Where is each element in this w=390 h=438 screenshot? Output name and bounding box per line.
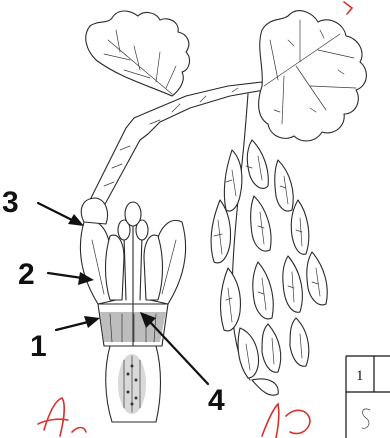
label-4: 4 bbox=[208, 384, 225, 417]
label-1: 1 bbox=[30, 330, 47, 363]
answer-table-fragment: 1 bbox=[346, 356, 390, 438]
label-3: 3 bbox=[2, 186, 19, 219]
label-2: 2 bbox=[18, 258, 35, 291]
handwritten-marks-bottom bbox=[38, 398, 310, 438]
upper-leaf bbox=[86, 11, 190, 96]
flower-section bbox=[80, 198, 185, 422]
table-cell-1: 1 bbox=[356, 368, 364, 384]
handwritten-mark-top bbox=[344, 2, 352, 14]
right-leaf bbox=[259, 11, 367, 141]
